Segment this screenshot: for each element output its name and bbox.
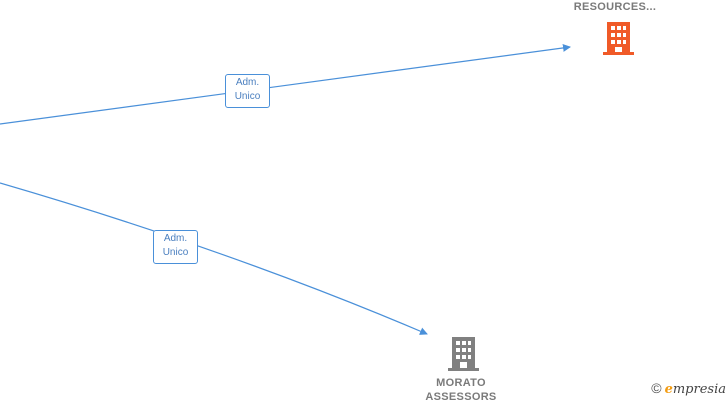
empresia-watermark: ©empresia	[651, 380, 726, 397]
node-name-resources[interactable]: RESOURCES...	[573, 1, 657, 13]
building-icon[interactable]	[603, 22, 634, 55]
edge-label-line2: Unico	[162, 247, 189, 258]
node-name-line1: MORATO	[436, 377, 486, 389]
edge-label-line1: Adm.	[235, 77, 260, 88]
copyright-icon: ©	[651, 380, 662, 396]
brand-logo-initial: e	[664, 382, 673, 397]
edge-label-line1: Adm.	[163, 233, 188, 244]
edge-label-resources: Adm. Unico	[225, 74, 270, 108]
node-name-line2: ASSESSORS	[425, 391, 497, 403]
edge-line-morato	[0, 182, 428, 335]
brand-logo-text: mpresia	[672, 382, 726, 397]
building-icon[interactable]	[448, 337, 479, 371]
edge-label-line2: Unico	[234, 91, 261, 102]
edge-line-resources	[0, 43, 571, 125]
edge-label-morato: Adm. Unico	[153, 230, 198, 264]
